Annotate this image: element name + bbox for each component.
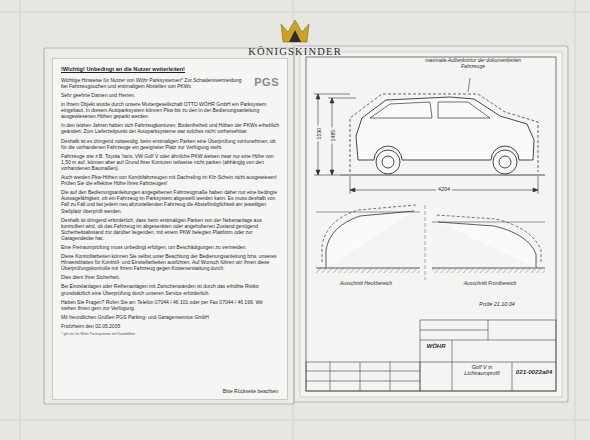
letter-paragraph: Eine Freiraumprüfung muss unbedingt erfo… bbox=[61, 244, 279, 250]
letter-paragraph: * gilt nur für Wöhr Parksysteme mit Komb… bbox=[61, 332, 279, 336]
dimension-text: 4204 bbox=[436, 187, 452, 192]
letter-paragraph: Friolzheim den 02.05.2005 bbox=[61, 323, 279, 329]
dimension-text: 1485 bbox=[331, 128, 336, 144]
view-label: Ausschnitt Frontbereich bbox=[440, 281, 540, 287]
watermark: KÖNIGSKINDER bbox=[248, 47, 342, 58]
letter-paragraph: Deshalb ist dringend erforderlich, dass … bbox=[61, 217, 279, 241]
letter-paragraph: Bei Einzelanlagen oder Reihenanlagen mit… bbox=[61, 283, 279, 295]
letter-heading: !Wichtig! Unbedingt an die Nutzer weiter… bbox=[61, 66, 279, 73]
view-label: Ausschnitt Heckbereich bbox=[316, 281, 416, 287]
letter-paragraph: Haben Sie Fragen? Rufen Sie an: Telefon … bbox=[61, 299, 279, 311]
letter-paragraph: Deshalb ist es dringend notwendig, beim … bbox=[61, 138, 279, 150]
dimension-lines bbox=[314, 94, 538, 194]
letter-paragraph: Diese Kontrollarbeiten können Sie selbst… bbox=[61, 253, 279, 271]
letter-sheet: !Wichtig! Unbedingt an die Nutzer weiter… bbox=[52, 58, 288, 400]
drawing-title: Golf V in Lichtraumprofil bbox=[454, 364, 510, 376]
drawing-number: 021-0022a04 bbox=[513, 368, 555, 375]
letter-paragraph: Dies dient Ihrer Sicherheit. bbox=[61, 274, 279, 280]
letter-paragraph: Die auf den Bedienungsanleitungen angege… bbox=[61, 189, 279, 213]
revision-note: Prüfe 21.10.04 bbox=[479, 302, 514, 307]
letter-paragraph: Bitte Rückseite beachten bbox=[223, 388, 278, 394]
letter-paragraph: Fahrzeuge wie z.B. Toyota Yaris, VW Golf… bbox=[61, 153, 279, 171]
letter-paragraph: Wichtige Hinweise für Nutzer von Wöhr Pa… bbox=[61, 77, 279, 89]
letter-paragraph: Sehr geehrte Damen und Herren, bbox=[61, 92, 279, 98]
crown-logo bbox=[281, 20, 309, 42]
title-block-grid bbox=[306, 320, 556, 391]
letter-paragraph: Mit freundlichen Grüßen PGS Parking- und… bbox=[61, 314, 279, 320]
letter-paragraph: Auch werden Pkw-Höhen von Kombifahrzeuge… bbox=[61, 174, 279, 186]
detail-views bbox=[316, 205, 545, 280]
company-logo: PGS bbox=[254, 77, 279, 88]
letter-paragraph: In den letzten Jahren haben sich Fahrzeu… bbox=[61, 122, 279, 134]
dimension-text: 1530 bbox=[317, 126, 322, 142]
leader-line bbox=[468, 78, 470, 92]
company-name: WÖHR bbox=[422, 343, 450, 350]
title-block: WÖHR Golf V in Lichtraumprofil021-0022a04 bbox=[420, 320, 556, 391]
car-side-view bbox=[340, 94, 545, 175]
callout-text: maximale Außenkontur der dokumentierten … bbox=[418, 58, 528, 70]
letter-paragraph: in Ihrem Objekt wurde durch unsere Mutte… bbox=[61, 101, 279, 119]
drawing-sheet: maximale Außenkontur der dokumentierten … bbox=[300, 52, 562, 397]
